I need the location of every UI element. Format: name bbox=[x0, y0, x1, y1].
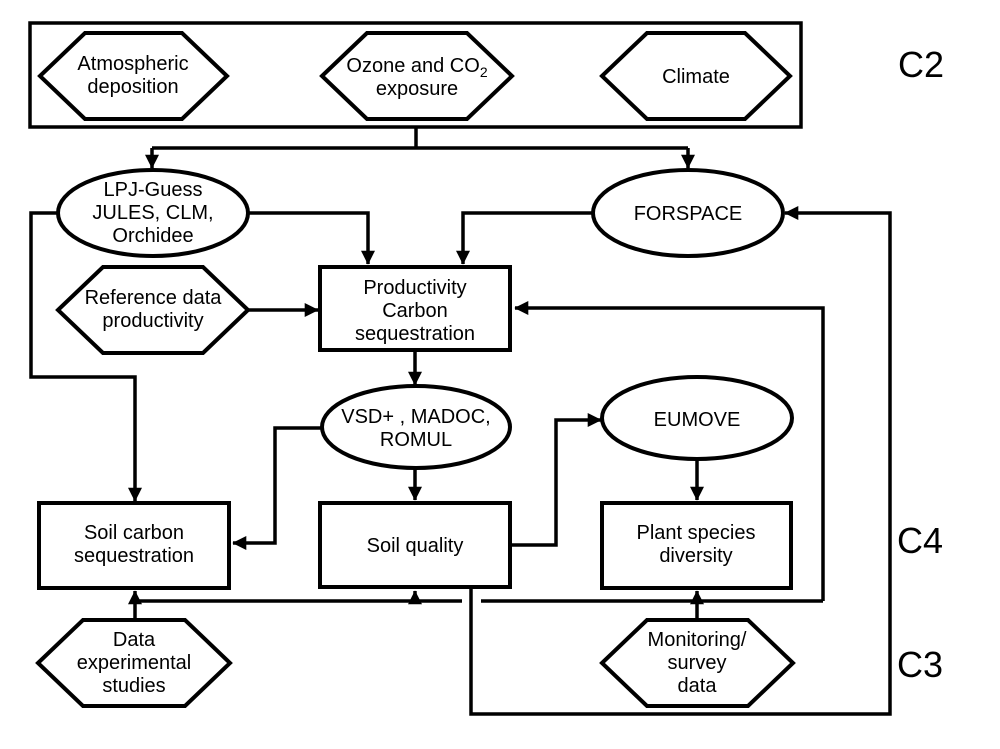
label-dataexp-line1: Data bbox=[113, 629, 156, 651]
connectors bbox=[29, 127, 892, 716]
edge-dataline-to-productivity bbox=[514, 301, 825, 601]
box-soil-quality bbox=[318, 501, 512, 589]
label-refdata-line2: productivity bbox=[102, 310, 203, 332]
label-vsd-line2: ROMUL bbox=[380, 429, 452, 451]
edge-soilquality-to-eumove bbox=[510, 413, 602, 547]
box-soil-carbon bbox=[37, 501, 231, 590]
node-labels: Atmospheric deposition Ozone and CO2 exp… bbox=[74, 44, 944, 697]
edge-soilquality-to-forspace bbox=[469, 206, 892, 716]
ellipse-eumove bbox=[600, 375, 794, 461]
hexagon-ozone-co2-exposure bbox=[319, 31, 515, 121]
label-c3: C3 bbox=[897, 644, 943, 685]
edge-vsd-to-soilcarbon bbox=[232, 426, 323, 550]
label-lpj-line2: JULES, CLM, bbox=[92, 202, 213, 224]
edge-forspace-to-productivity bbox=[456, 211, 594, 265]
label-monitoring-line1: Monitoring/ bbox=[648, 629, 747, 651]
hexagon-atmospheric-deposition bbox=[37, 31, 230, 121]
label-eumove: EUMOVE bbox=[654, 409, 741, 431]
label-productivity-line1: Productivity bbox=[363, 277, 466, 299]
box-plant-species bbox=[600, 501, 793, 590]
edge-lpj-to-productivity bbox=[247, 211, 375, 265]
label-soilquality: Soil quality bbox=[367, 535, 464, 557]
hexagon-data-experimental bbox=[35, 618, 233, 708]
label-dataexp-line3: studies bbox=[102, 675, 165, 697]
label-productivity-line2: Carbon bbox=[382, 300, 448, 322]
label-ozone-line2: exposure bbox=[376, 78, 458, 100]
label-ozone-line1: Ozone and CO2 bbox=[346, 55, 487, 80]
label-lpj-line1: LPJ-Guess bbox=[104, 179, 203, 201]
label-forspace: FORSPACE bbox=[634, 203, 743, 225]
node-shapes bbox=[35, 31, 796, 708]
label-atmospheric-line1: Atmospheric bbox=[77, 53, 188, 75]
label-soilcarbon-line1: Soil carbon bbox=[84, 522, 184, 544]
hexagon-reference-data bbox=[55, 265, 251, 355]
ellipse-lpj-guess bbox=[56, 168, 250, 258]
label-lpj-line3: Orchidee bbox=[112, 225, 193, 247]
label-atmospheric-line2: deposition bbox=[87, 76, 178, 98]
label-monitoring-line3: data bbox=[678, 675, 718, 697]
label-climate: Climate bbox=[662, 66, 730, 88]
hexagon-monitoring-survey bbox=[599, 618, 796, 708]
co2-subscript: 2 bbox=[480, 64, 488, 80]
label-dataexp-line2: experimental bbox=[77, 652, 192, 674]
ellipse-forspace bbox=[591, 168, 785, 258]
label-c4: C4 bbox=[897, 520, 943, 561]
label-monitoring-line2: survey bbox=[668, 652, 727, 674]
label-productivity-line3: sequestration bbox=[355, 323, 475, 345]
box-productivity-carbon bbox=[318, 265, 512, 352]
ellipse-vsd-madoc-romul bbox=[320, 384, 512, 470]
label-vsd-line1: VSD+ , MADOC, bbox=[341, 406, 490, 428]
label-c2: C2 bbox=[898, 44, 944, 85]
edge-lpj-to-soilcarbon bbox=[29, 211, 142, 502]
label-soilcarbon-line2: sequestration bbox=[74, 545, 194, 567]
hexagon-climate bbox=[599, 31, 793, 121]
label-plantspecies-line2: diversity bbox=[659, 545, 732, 567]
label-refdata-line1: Reference data bbox=[85, 287, 223, 309]
label-plantspecies-line1: Plant species bbox=[637, 522, 756, 544]
